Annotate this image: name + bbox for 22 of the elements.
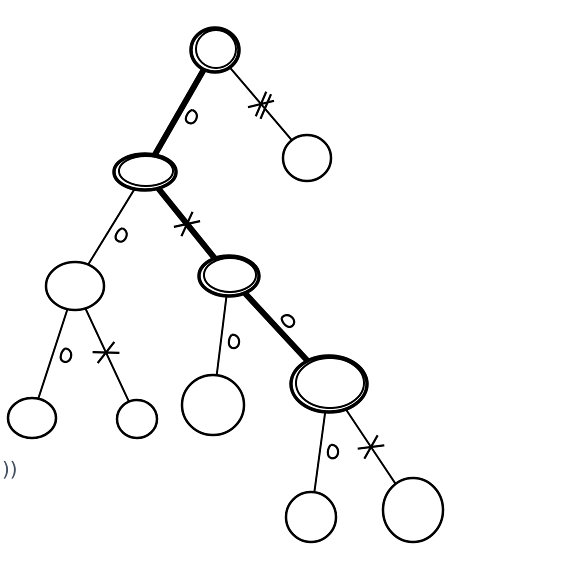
tree-node [196, 253, 262, 299]
tree-node [283, 489, 339, 545]
tree-node [288, 353, 370, 415]
tree-edge [156, 186, 218, 260]
tree-node [188, 25, 242, 75]
tree-node [5, 395, 59, 441]
tree-node [43, 259, 107, 313]
tree-node [380, 475, 446, 545]
tree-node [111, 151, 179, 193]
cut-off-text: )) [2, 456, 18, 483]
tree-node [280, 132, 334, 184]
tree-edge [242, 290, 310, 363]
tree-edge [313, 412, 326, 492]
tree-edge [87, 188, 136, 266]
tree-edge [229, 66, 293, 141]
tree-edge [152, 68, 206, 156]
tree-edge [216, 296, 228, 376]
tree-edge [37, 308, 68, 399]
tree-edge [344, 408, 396, 484]
tree-node [114, 397, 160, 441]
tree-edge [84, 308, 130, 402]
tree-node [179, 372, 247, 438]
